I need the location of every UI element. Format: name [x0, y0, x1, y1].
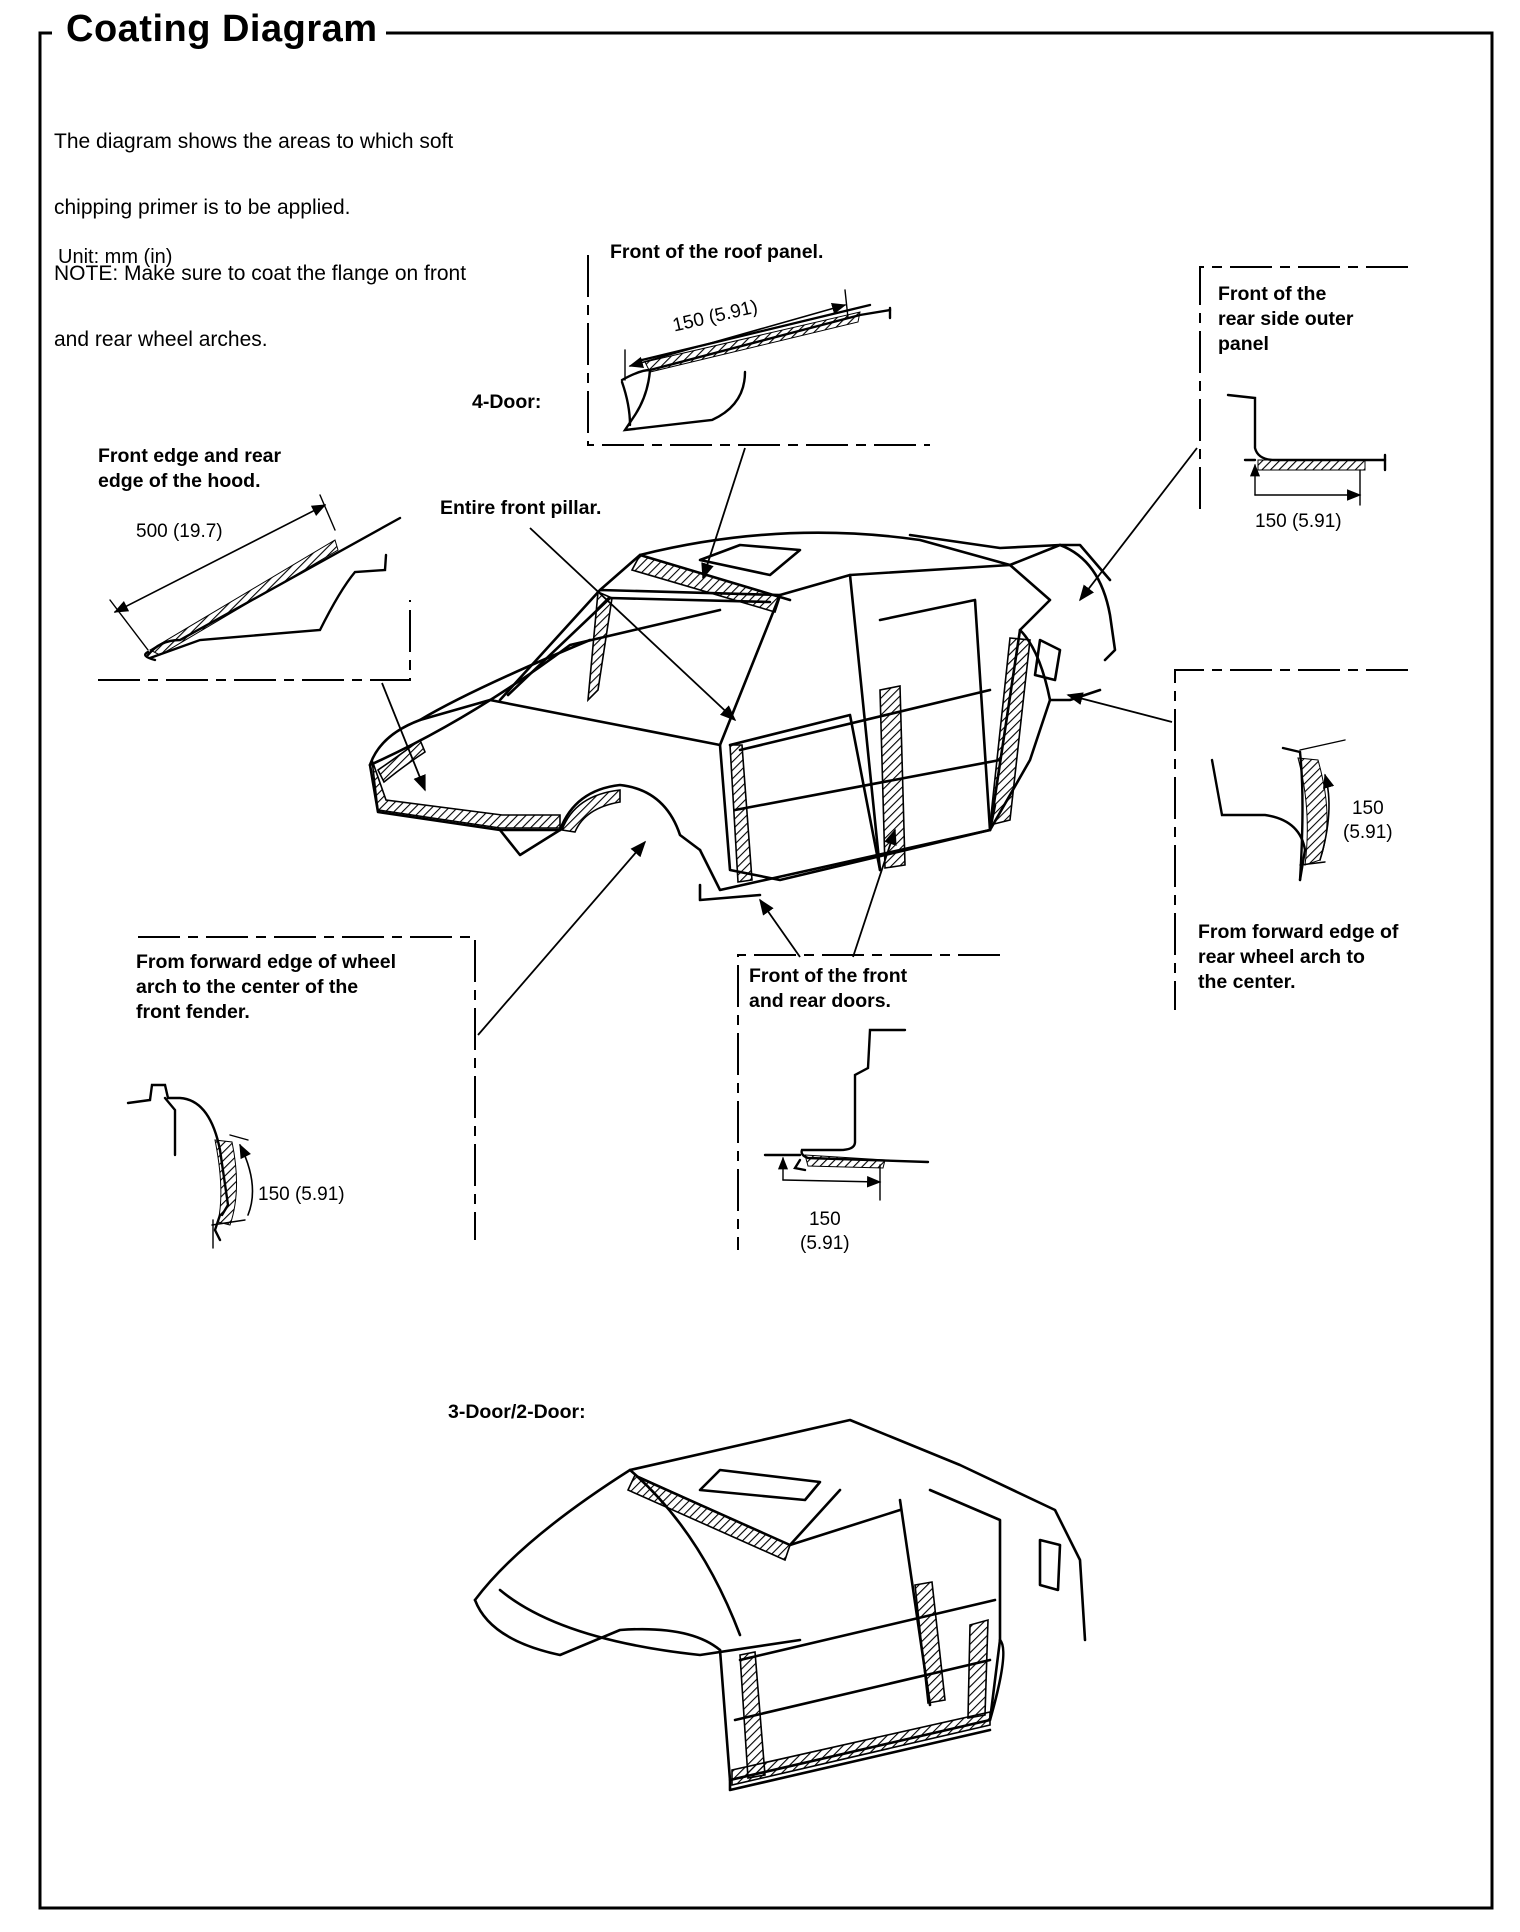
- callout-front-fender-dim: 150 (5.91): [258, 1184, 345, 1205]
- callout-doors-label: Front of the front and rear doors.: [749, 965, 908, 1012]
- intro-line: chipping primer is to be applied.: [54, 196, 351, 219]
- detail-rear-wheel-arch-coating: [1297, 757, 1328, 866]
- callout-rear-side-outer-dim: 150 (5.91): [1255, 511, 1342, 532]
- detail-doors-coating: [804, 1154, 886, 1169]
- callout-hood-label: Front edge and rear edge of the hood.: [98, 445, 282, 492]
- callout-roof-label: Front of the roof panel.: [610, 241, 824, 263]
- car-4-door-coating-areas: [371, 554, 1031, 883]
- detail-doors: [763, 1028, 930, 1201]
- page-border: [38, 31, 1494, 1910]
- car-3-door-illustration: [473, 1418, 1087, 1792]
- variant-label-3-door: 3-Door/2-Door:: [448, 1401, 586, 1423]
- detail-roof-panel-coating: [644, 311, 861, 373]
- intro-line: NOTE: Make sure to coat the flange on fr…: [54, 262, 467, 285]
- callout-frames: [98, 255, 1408, 1250]
- detail-front-fender-coating: [214, 1139, 237, 1226]
- detail-rear-side-outer-coating: [1257, 459, 1366, 471]
- callout-rear-side-outer-label: Front of the rear side outer panel: [1218, 283, 1354, 355]
- car-3-door-coating-areas: [626, 1473, 991, 1787]
- intro-text: The diagram shows the areas to which sof…: [54, 92, 554, 389]
- unit-label: Unit: mm (in): [58, 246, 173, 268]
- callout-front-pillar-label: Entire front pillar.: [440, 497, 602, 519]
- callout-doors-dim: 150 (5.91): [800, 1209, 850, 1254]
- leader-lines: [381, 447, 1198, 1036]
- intro-line: The diagram shows the areas to which sof…: [54, 130, 454, 153]
- callout-rear-wheel-arch-dim: 150 (5.91): [1343, 798, 1393, 843]
- callout-front-fender-label: From forward edge of wheel arch to the c…: [136, 951, 397, 1023]
- page-title: Coating Diagram: [58, 8, 386, 51]
- detail-rear-side-outer: [1226, 393, 1387, 506]
- detail-hood-coating: [148, 539, 339, 656]
- callout-hood-dim: 500 (19.7): [136, 521, 223, 542]
- intro-line: and rear wheel arches.: [54, 328, 268, 351]
- callout-rear-wheel-arch-label: From forward edge of rear wheel arch to …: [1198, 921, 1399, 993]
- variant-label-4-door: 4-Door:: [472, 391, 542, 413]
